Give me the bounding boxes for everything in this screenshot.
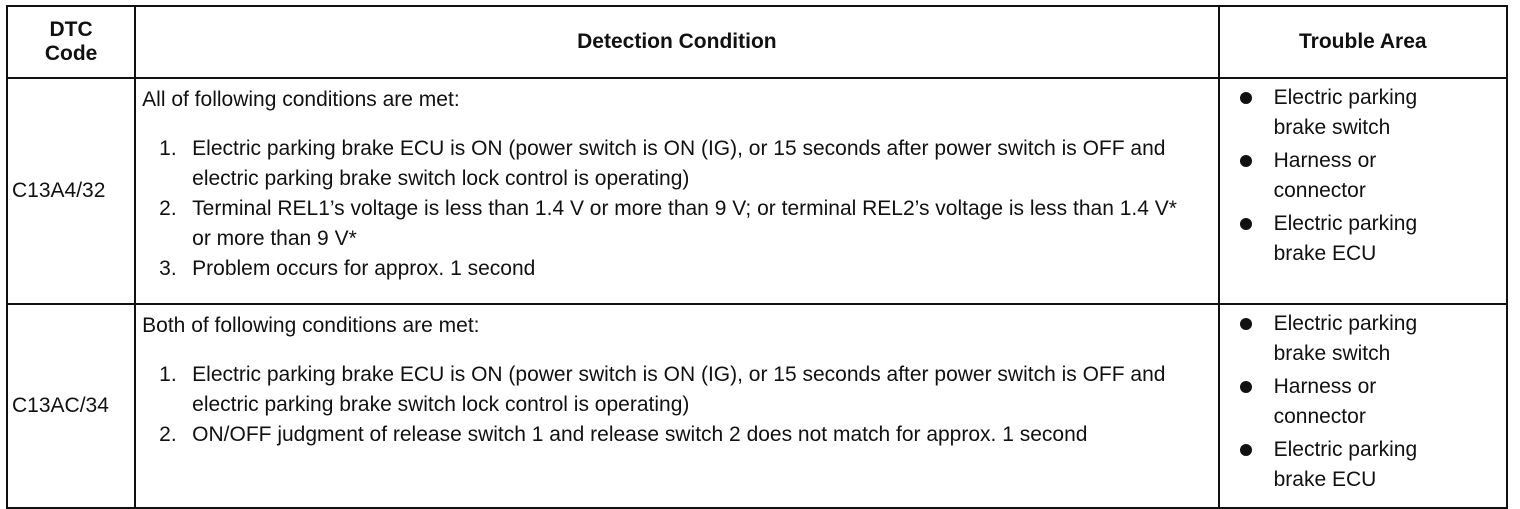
table-row: C13AC/34 Both of following conditions ar…: [5, 303, 1509, 509]
condition-intro: Both of following conditions are met:: [142, 314, 480, 337]
bullet-icon: [1239, 218, 1252, 230]
header-detection-condition: Detection Condition: [134, 5, 1220, 79]
condition-list: 1. Electric parking brake ECU is ON (pow…: [142, 134, 1217, 284]
dtc-code-cell: C13A4/32: [5, 77, 137, 305]
trouble-area-item: Harness or connector: [1239, 146, 1506, 206]
trouble-area-list: Electric parking brake switch Harness or…: [1239, 83, 1506, 269]
condition-list: 1. Electric parking brake ECU is ON (pow…: [142, 360, 1217, 450]
condition-number: 3.: [159, 257, 177, 280]
header-row: DTC Code Detection Condition Trouble Are…: [5, 5, 1509, 79]
trouble-area-list: Electric parking brake switch Harness or…: [1239, 309, 1506, 495]
header-dtc-code-line1: DTC: [49, 18, 93, 41]
condition-text: Terminal REL1’s voltage is less than 1.4…: [192, 197, 1177, 250]
bullet-icon: [1239, 318, 1252, 330]
condition-item: 1. Electric parking brake ECU is ON (pow…: [142, 134, 1217, 194]
condition-text: Electric parking brake ECU is ON (power …: [192, 363, 1166, 416]
trouble-area-cell: Electric parking brake switch Harness or…: [1217, 77, 1509, 305]
trouble-area-item: Electric parking brake switch: [1239, 83, 1506, 143]
condition-number: 1.: [159, 363, 177, 386]
table-header: DTC Code Detection Condition Trouble Are…: [5, 5, 1509, 79]
condition-number: 2.: [159, 423, 177, 446]
condition-text: Problem occurs for approx. 1 second: [192, 257, 536, 280]
bullet-icon: [1239, 444, 1252, 456]
bullet-icon: [1239, 155, 1252, 167]
header-dtc-code: DTC Code: [5, 5, 137, 79]
trouble-area-text: Electric parking brake ECU: [1273, 438, 1418, 491]
header-trouble-area: Trouble Area: [1217, 5, 1509, 79]
condition-text: Electric parking brake ECU is ON (power …: [192, 137, 1166, 190]
condition-intro: All of following conditions are met:: [142, 88, 460, 111]
dtc-table: DTC Code Detection Condition Trouble Are…: [5, 5, 1509, 509]
trouble-area-item: Electric parking brake ECU: [1239, 435, 1506, 495]
condition-item: 1. Electric parking brake ECU is ON (pow…: [142, 360, 1217, 420]
table-row: C13A4/32 All of following conditions are…: [5, 77, 1509, 305]
trouble-area-item: Harness or connector: [1239, 372, 1506, 432]
dtc-code-cell: C13AC/34: [5, 303, 137, 509]
condition-item: 2. ON/OFF judgment of release switch 1 a…: [142, 420, 1217, 450]
trouble-area-cell: Electric parking brake switch Harness or…: [1217, 303, 1509, 509]
trouble-area-text: Electric parking brake switch: [1273, 312, 1418, 365]
condition-number: 1.: [159, 137, 177, 160]
trouble-area-text: Harness or connector: [1273, 149, 1377, 202]
trouble-area-text: Electric parking brake ECU: [1273, 212, 1418, 265]
condition-item: 2. Terminal REL1’s voltage is less than …: [142, 194, 1217, 254]
trouble-area-text: Electric parking brake switch: [1273, 86, 1418, 139]
trouble-area-item: Electric parking brake switch: [1239, 309, 1506, 369]
bullet-icon: [1239, 381, 1252, 393]
trouble-area-item: Electric parking brake ECU: [1239, 209, 1506, 269]
detection-condition-cell: All of following conditions are met: 1. …: [134, 77, 1220, 305]
trouble-area-text: Harness or connector: [1273, 375, 1377, 428]
condition-item: 3. Problem occurs for approx. 1 second: [142, 254, 1217, 284]
condition-text: ON/OFF judgment of release switch 1 and …: [192, 423, 1088, 446]
bullet-icon: [1239, 92, 1252, 104]
header-dtc-code-line2: Code: [44, 42, 98, 65]
condition-number: 2.: [159, 197, 177, 220]
detection-condition-cell: Both of following conditions are met: 1.…: [134, 303, 1220, 509]
